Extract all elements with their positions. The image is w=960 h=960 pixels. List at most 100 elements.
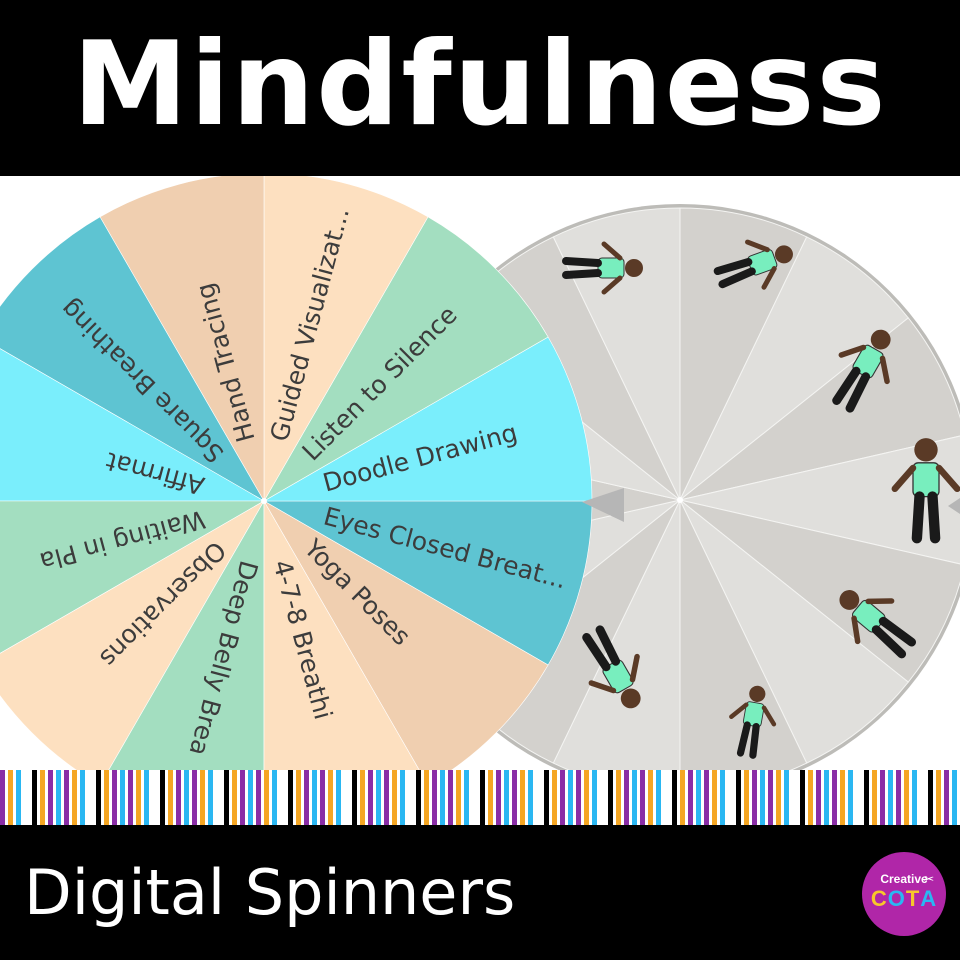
word-spinner-segment [263, 500, 549, 770]
stripe [296, 770, 301, 825]
stripe [576, 770, 581, 825]
logo-line1: Creative [880, 872, 928, 886]
stripe [816, 770, 821, 825]
image-spinner-hub [677, 497, 683, 503]
stripe [104, 770, 109, 825]
stripe-pattern [0, 770, 957, 825]
stripe [896, 770, 901, 825]
lying-stretch-pose-icon [713, 239, 793, 290]
stripe [680, 770, 685, 825]
child-pose-icon [839, 590, 916, 659]
stripe [320, 770, 325, 825]
stripe [336, 770, 341, 825]
stripe [456, 770, 461, 825]
image-spinner-segment [679, 499, 910, 764]
stripe [80, 770, 85, 825]
stripe [208, 770, 213, 825]
stripe [56, 770, 61, 825]
stripe [240, 770, 245, 825]
stripe-divider [0, 770, 960, 825]
image-spinner-segment [552, 499, 681, 770]
stripe [424, 770, 429, 825]
stripe [768, 770, 773, 825]
stripe [376, 770, 381, 825]
stripe [184, 770, 189, 825]
image-spinner-segment [679, 236, 910, 501]
stripe [760, 770, 765, 825]
image-spinner-segment [679, 499, 808, 770]
word-spinner-segment [263, 216, 549, 502]
logo-letter: T [905, 886, 921, 911]
stripe [464, 770, 469, 825]
page-title: Mindfulness [72, 17, 888, 152]
dive-pose-icon [582, 625, 641, 709]
image-spinner-segment [679, 317, 960, 501]
stripe [48, 770, 53, 825]
stripe [120, 770, 125, 825]
word-spinner-segment [99, 176, 265, 503]
spinner-pointer-icon-right [948, 498, 960, 514]
word-spinner-segment [263, 176, 429, 503]
logo-letters: COTA [862, 886, 946, 912]
standing-pose-icon [891, 438, 960, 544]
stripe [248, 770, 253, 825]
word-spinner-wheel[interactable]: Eyes Closed Breat...Doodle DrawingListen… [0, 176, 593, 770]
stripe [408, 770, 413, 825]
stripe [328, 770, 333, 825]
stripe [368, 770, 373, 825]
stripe [568, 770, 573, 825]
stripe [848, 770, 853, 825]
chair-pose-icon [729, 685, 777, 759]
stripe [888, 770, 893, 825]
word-spinner-segment [262, 336, 593, 502]
stripe [216, 770, 221, 825]
word-spinner-segment [0, 348, 266, 502]
spinner-pointer-icon [582, 488, 624, 522]
stripe [632, 770, 637, 825]
stripe [24, 770, 29, 825]
stripe [528, 770, 533, 825]
stripe [496, 770, 501, 825]
stripe [264, 770, 269, 825]
stripe [144, 770, 149, 825]
stripe [352, 770, 357, 825]
stripe [16, 770, 21, 825]
stripe [304, 770, 309, 825]
stripe [904, 770, 909, 825]
stripe [0, 770, 5, 825]
stripe [920, 770, 925, 825]
logo-letter: A [920, 886, 938, 911]
stripe [432, 770, 437, 825]
stripe [728, 770, 733, 825]
stripe [416, 770, 421, 825]
word-spinner-segment [0, 500, 265, 770]
stripe [712, 770, 717, 825]
stripe [736, 770, 741, 825]
stripe [536, 770, 541, 825]
stripe [856, 770, 861, 825]
stripe [96, 770, 101, 825]
stripe [360, 770, 365, 825]
stripe [784, 770, 789, 825]
stripe [696, 770, 701, 825]
stripe [200, 770, 205, 825]
stripe [560, 770, 565, 825]
logo-letter: C [870, 886, 888, 911]
stripe [224, 770, 229, 825]
stripe [840, 770, 845, 825]
stripe [288, 770, 293, 825]
stripe [640, 770, 645, 825]
stripe [440, 770, 445, 825]
stripe [704, 770, 709, 825]
stripe [312, 770, 317, 825]
stripe [88, 770, 93, 825]
stripe [480, 770, 485, 825]
stripe [504, 770, 509, 825]
stripe [176, 770, 181, 825]
stripe [544, 770, 549, 825]
stripe [232, 770, 237, 825]
stripe [808, 770, 813, 825]
stripe [608, 770, 613, 825]
star-pose-icon [832, 329, 891, 413]
